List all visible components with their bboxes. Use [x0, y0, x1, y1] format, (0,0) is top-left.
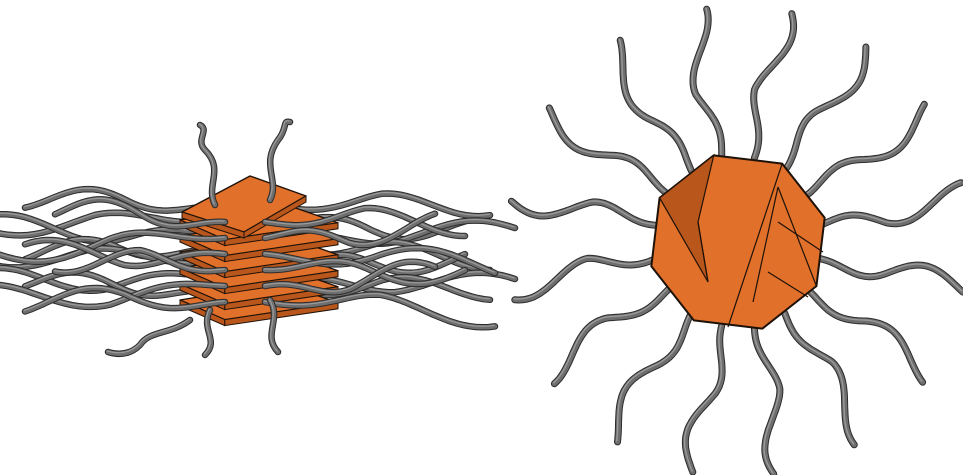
top-chain-6-highlight	[617, 312, 691, 441]
top-core-octagon	[651, 155, 824, 328]
top-chain-16-body	[820, 183, 961, 226]
top-chain-8	[514, 257, 656, 300]
top-view-molecule	[511, 8, 963, 474]
top-chain-1	[820, 258, 963, 292]
top-chain-4	[754, 325, 780, 474]
top-chain-6-shadow	[618, 313, 692, 442]
top-chain-5-shadow	[685, 326, 722, 472]
top-chain-15-shadow	[808, 104, 925, 194]
top-chain-2	[807, 289, 923, 383]
top-chain-13	[753, 13, 794, 158]
side-chain-curl-5	[107, 319, 190, 354]
side-chain-curl-1	[199, 124, 215, 205]
top-chain-3-body	[785, 313, 855, 445]
top-chain-16	[820, 182, 961, 226]
top-chain-12	[692, 8, 722, 158]
top-chain-2-shadow	[808, 290, 923, 383]
side-chain-curl-3	[204, 309, 211, 355]
top-chain-14	[784, 46, 866, 171]
top-chain-9	[511, 200, 656, 225]
top-chain-11	[619, 39, 691, 171]
top-chain-3	[784, 312, 854, 445]
side-chain-back-1	[24, 188, 215, 211]
top-chain-5	[685, 325, 722, 472]
side-view-stack	[0, 121, 515, 355]
top-chain-6	[617, 312, 692, 442]
top-chain-15	[807, 103, 924, 194]
